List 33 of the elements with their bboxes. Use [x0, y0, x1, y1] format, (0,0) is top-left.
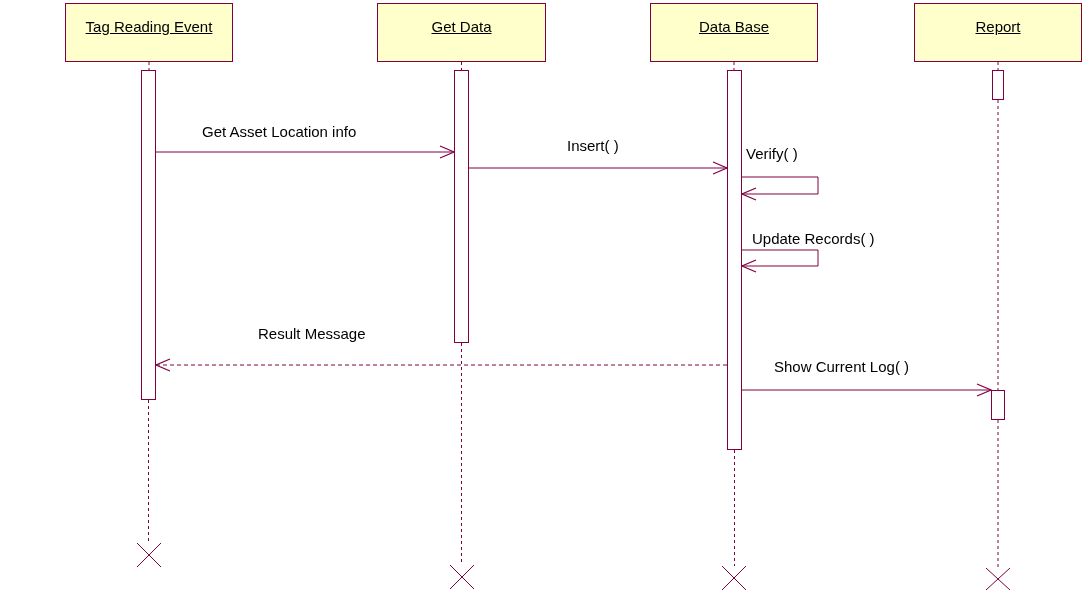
- activation-bar: [141, 70, 156, 400]
- lifeline: [148, 61, 150, 71]
- edge-label: Get Asset Location info: [200, 123, 359, 140]
- activation-bar: [992, 70, 1004, 100]
- activation-bar: [991, 390, 1005, 420]
- activation-bar: [454, 70, 469, 343]
- lifeline: [997, 61, 999, 71]
- message-arrow: [741, 176, 819, 201]
- lifeline: [997, 419, 999, 569]
- message-arrow: [741, 383, 992, 397]
- edge-label: Verify( ): [744, 145, 800, 162]
- message-arrow: [155, 145, 455, 159]
- edge-label: Insert( ): [565, 137, 621, 154]
- message-arrow: [155, 358, 728, 372]
- lifeline: [461, 61, 462, 71]
- object-box: Get Data: [377, 3, 546, 62]
- object-box: Report: [914, 3, 1082, 62]
- message-arrow: [468, 161, 728, 175]
- lifeline: [733, 61, 735, 71]
- object-box: Data Base: [650, 3, 818, 62]
- edge-label: Show Current Log( ): [772, 358, 912, 375]
- destroy-mark-icon: [137, 543, 161, 567]
- destroy-mark-icon: [722, 566, 746, 590]
- lifeline: [997, 99, 999, 391]
- edge-label: Update Records( ): [750, 230, 877, 247]
- edge-label: Result Message: [256, 325, 368, 342]
- object-box: Tag Reading Event: [65, 3, 233, 62]
- destroy-mark-icon: [986, 568, 1010, 590]
- destroy-mark-icon: [450, 565, 474, 589]
- lifeline: [148, 399, 149, 544]
- activation-bar: [727, 70, 742, 450]
- lifeline: [734, 449, 735, 567]
- message-arrow: [741, 249, 819, 273]
